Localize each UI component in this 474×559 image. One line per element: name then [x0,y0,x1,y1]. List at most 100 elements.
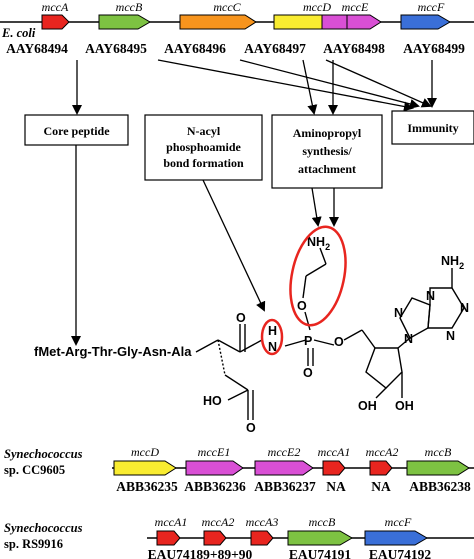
highlight-aminopropyl [289,225,347,327]
gene-arrow [400,14,451,30]
atom-ho-acid: HO [203,394,222,408]
accession-mccE: AAY68498 [323,41,385,56]
gene-label: mccE [342,0,369,14]
gene-arrow [156,530,181,546]
gene-mccE1: mccE1 [185,445,244,476]
atom-nh2-adenine: NH2 [441,254,464,271]
gene-arrow [98,14,151,30]
accession-mccA-group: EAU74189+89+90 [148,547,253,559]
rs9916-operon: Synechococcus sp. RS9916 mccA1 mccA2 mcc… [4,515,474,559]
accession-mccB: AAY68495 [85,41,147,56]
box-label-line2: phosphoamide [166,140,241,154]
accession-mccE2: ABB36237 [254,479,316,494]
arrow-nacyl-to-nh [202,179,266,312]
gene-arrow [41,14,70,30]
gene-arrow [179,14,257,30]
gene-mccA2: mccA2 [366,445,399,476]
gene-label: mccB [309,515,336,529]
bond [284,339,307,347]
accession-mccA2: NA [371,479,391,494]
imidazole-ring [399,297,431,339]
gene-label: mccE1 [198,445,231,459]
gene-label: mccB [116,0,143,14]
box-to-structure-arrows [71,145,339,346]
cc9605-organism-line2: sp. CC9605 [4,463,65,477]
box-frame [271,114,383,189]
atom-oh-sugar-1: OH [358,399,377,413]
gene-mccA: mccA [41,0,70,30]
gene-mccF: mccF [364,515,428,546]
gene-label: mccC [213,0,241,14]
box-frame [24,114,129,146]
bond [397,337,411,349]
gene-label: mccA1 [318,445,351,459]
peptide-sequence: fMet-Arg-Thr-Gly-Asn-Ala [34,344,192,359]
gene-arrow [364,530,428,546]
box-label-line1: N-acyl [187,124,221,138]
box-label: Core peptide [43,124,110,138]
atom-n-ring-4: N [460,301,469,315]
box-label: Immunity [407,121,458,135]
accession-mccF: EAU74192 [369,547,432,559]
atom-o-carbonyl: O [236,311,246,325]
ribose-ring [365,347,403,389]
gene-label: mccA2 [366,445,399,459]
atom-n-ring-1: N [404,332,413,346]
gene-label: mccE2 [268,445,301,459]
gene-arrow [406,460,470,476]
gene-arrow [203,530,227,546]
gene-arrow [369,460,393,476]
atom-h-amide: H [268,324,277,338]
accession-mccA: AAY68494 [6,41,68,56]
gene-mccA1: mccA1 [155,515,187,546]
accession-mccC: AAY68496 [164,41,226,56]
gene-mccB: mccB [406,445,470,476]
gene-mccB: mccB [287,515,353,546]
bond [313,339,335,346]
gene-arrow [250,530,274,546]
gene-arrow [113,460,177,476]
bond [319,247,327,265]
accession-mccB: EAU74191 [289,547,352,559]
gene-mccE2: mccE2 [254,445,314,476]
gene-label: mccF [385,515,412,529]
gene-mccB: mccB [98,0,151,30]
box-n-acyl-phosphoamide: N-acyl phosphoamide bond formation [144,114,263,181]
atom-o-ester: O [334,335,344,349]
gene-arrow [185,460,244,476]
arrow-aminopropyl-to-amine-1 [311,187,322,227]
gene-mccA3: mccA3 [246,515,278,546]
cc9605-organism-line1: Synechococcus [4,447,83,461]
accession-mccE1: ABB36236 [184,479,246,494]
chemical-bonds [195,247,465,420]
bond [239,339,263,353]
gene-label: mccD [131,445,159,459]
accession-mccD: AAY68497 [244,41,306,56]
atom-o-acid: O [246,421,256,435]
gene-mccD: mccD [113,445,177,476]
gene-mccC: mccC [179,0,257,30]
atom-o-p-double: O [303,366,313,380]
atom-n-amide: N [268,340,277,354]
gene-label: mccB [425,445,452,459]
accession-mccF: AAY68499 [403,41,465,56]
gene-label: mccD [303,0,331,14]
box-frame [144,114,263,181]
bond [375,387,387,399]
bond [217,339,241,353]
ecoli-organism-label: E. coli [1,26,36,40]
bond [361,329,376,349]
bond [224,374,249,391]
gene-arrow [322,460,346,476]
arrow-mccD-to-immunity [239,59,420,109]
atom-p: P [304,334,312,348]
box-immunity: Immunity [391,110,474,145]
arrow-mccB-to-immunity [157,59,414,112]
bond [305,263,327,277]
box-label-line2: synthesis/ [302,144,352,158]
box-core-peptide: Core peptide [24,114,129,146]
rs9916-organism-line1: Synechococcus [4,521,83,535]
box-frame [391,110,474,145]
atom-n-ring-2: N [394,306,403,320]
